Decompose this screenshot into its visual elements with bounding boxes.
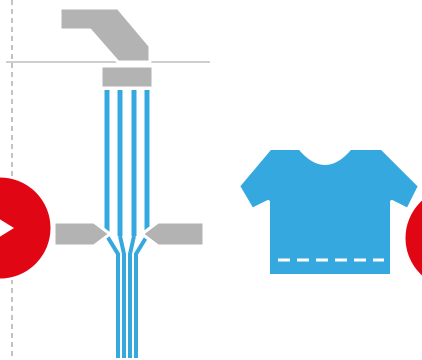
spinneret-head bbox=[101, 66, 153, 88]
left-guide bbox=[54, 222, 110, 246]
fiber-strands-upper bbox=[107, 90, 147, 236]
feed-chute bbox=[60, 8, 150, 62]
guide-rollers bbox=[54, 222, 204, 246]
tshirt-body bbox=[238, 148, 420, 276]
spinneret-icon bbox=[60, 8, 153, 88]
previous-step-arrow-icon[interactable] bbox=[0, 176, 52, 280]
fiber-strands-lower bbox=[107, 236, 147, 358]
tshirt-icon bbox=[238, 148, 420, 276]
right-guide bbox=[142, 222, 204, 246]
